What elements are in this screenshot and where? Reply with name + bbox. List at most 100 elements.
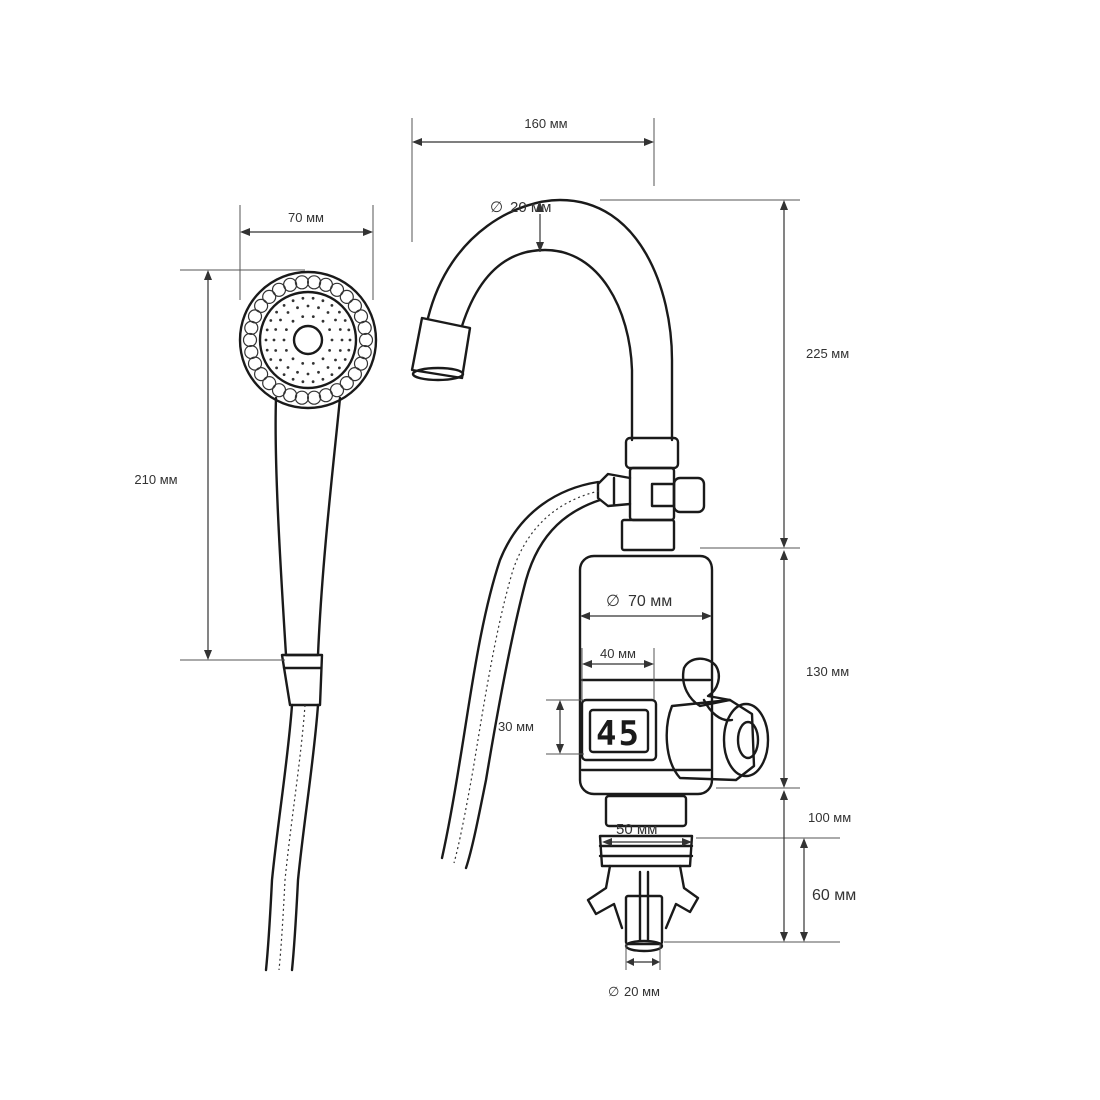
nozzle-dot <box>334 318 337 322</box>
nozzle-dot <box>321 357 325 361</box>
nozzle-dot <box>321 377 325 381</box>
nozzle-dot <box>301 362 305 365</box>
dim-heater-diameter: ∅ 70 мм <box>580 593 712 620</box>
control-lever <box>665 657 770 782</box>
nozzle-dot <box>301 315 305 318</box>
dim-nut-diameter: 50 мм <box>602 821 692 846</box>
nozzle-dot <box>279 358 282 362</box>
nozzle-dot <box>317 370 320 374</box>
nozzle-dot <box>347 348 351 352</box>
nozzle-dot <box>265 348 269 352</box>
bead <box>307 275 322 290</box>
nozzle-dot <box>291 299 295 303</box>
display-reading: 45 <box>596 714 641 754</box>
bead <box>247 309 263 324</box>
shower-cone-connector <box>280 653 324 707</box>
heater-body <box>578 554 714 796</box>
dim-spout-diameter: ∅ 20 мм <box>490 199 551 252</box>
bead <box>347 298 362 313</box>
nozzle-dot <box>291 377 295 381</box>
shower-head-inner <box>258 290 358 390</box>
shower-length-label: 210 мм <box>134 472 177 487</box>
bead <box>242 332 258 348</box>
nozzle-dot <box>272 338 276 342</box>
spout-diameter-label: 20 мм <box>510 199 551 216</box>
nozzle-dot <box>269 319 273 322</box>
bead <box>339 376 354 391</box>
faucet-hose <box>440 480 602 870</box>
nozzle-dot <box>326 311 330 314</box>
bead <box>254 298 269 313</box>
bead <box>353 356 369 371</box>
threaded-fitting <box>586 794 700 953</box>
dim-fitting-height: 60 мм <box>664 838 856 943</box>
dim-display-width: 40 мм <box>581 646 655 700</box>
display-width-label: 40 мм <box>600 646 636 661</box>
spout-height-label: 225 мм <box>806 346 849 361</box>
heater-diameter-label: 70 мм <box>628 593 672 610</box>
nozzle-dot <box>347 328 351 332</box>
bead <box>254 367 269 382</box>
nozzle-dot <box>311 296 315 300</box>
thread-length-label: 100 мм <box>808 810 851 825</box>
spout-tip <box>410 316 472 380</box>
nozzle-dot <box>338 366 341 370</box>
inlet-diameter-label: 20 мм <box>624 984 660 999</box>
nut-diameter-label: 50 мм <box>616 821 657 838</box>
dim-thread-length: 100 мм <box>696 790 851 942</box>
swivel-connector <box>596 436 706 552</box>
bead <box>329 282 345 297</box>
display-height-label: 30 мм <box>498 719 534 734</box>
nozzle-dot <box>317 306 320 310</box>
bead <box>347 367 362 382</box>
bead <box>307 390 322 405</box>
bead <box>294 390 309 405</box>
shower-head-nozzles <box>264 296 352 384</box>
nozzle-dot <box>301 296 305 300</box>
dim-heater-height: 130 мм <box>716 550 849 789</box>
nozzle-dot <box>321 319 325 323</box>
nozzle-dot <box>279 318 282 322</box>
nozzle-dot <box>282 338 286 342</box>
nozzle-dot <box>306 372 310 376</box>
dim-shower-length: 210 мм <box>134 269 305 661</box>
shower-head-outer <box>238 270 378 410</box>
nozzle-dot <box>301 380 305 384</box>
inlet-diameter-symbol: ∅ <box>608 984 619 999</box>
nozzle-dot <box>330 373 334 376</box>
nozzle-dot <box>338 310 341 314</box>
nozzle-dot <box>285 349 288 352</box>
nozzle-dot <box>338 349 342 352</box>
nozzle-dot <box>340 338 344 342</box>
faucet-reach-label: 160 мм <box>524 116 567 131</box>
nozzle-dot <box>282 304 286 307</box>
shower-head <box>238 270 378 707</box>
nozzle-dot <box>269 358 273 361</box>
heater-height-label: 130 мм <box>806 664 849 679</box>
nozzle-dot <box>291 319 295 323</box>
nozzle-dot <box>285 328 288 331</box>
shower-hose <box>264 703 320 972</box>
bead <box>262 376 277 391</box>
dim-shower-width: 70 мм <box>239 205 374 300</box>
nozzle-dot <box>286 311 290 314</box>
nozzle-dot <box>326 366 330 369</box>
nozzle-dot <box>328 349 331 352</box>
nozzle-dot <box>265 328 269 332</box>
nozzle-dot <box>328 328 331 331</box>
nozzle-dot <box>311 315 315 318</box>
nozzle-dot <box>306 304 310 308</box>
bead <box>357 320 372 335</box>
bead <box>262 289 277 304</box>
nozzle-dot <box>343 319 347 322</box>
bead <box>271 383 287 398</box>
nozzle-dot <box>338 328 342 331</box>
nozzle-dot <box>296 306 299 310</box>
nozzle-dot <box>286 366 290 369</box>
nozzle-dot <box>291 357 295 361</box>
dim-faucet-reach: 160 мм <box>411 116 655 242</box>
shower-handle <box>274 396 342 657</box>
bead <box>294 275 309 290</box>
bead <box>318 388 333 403</box>
